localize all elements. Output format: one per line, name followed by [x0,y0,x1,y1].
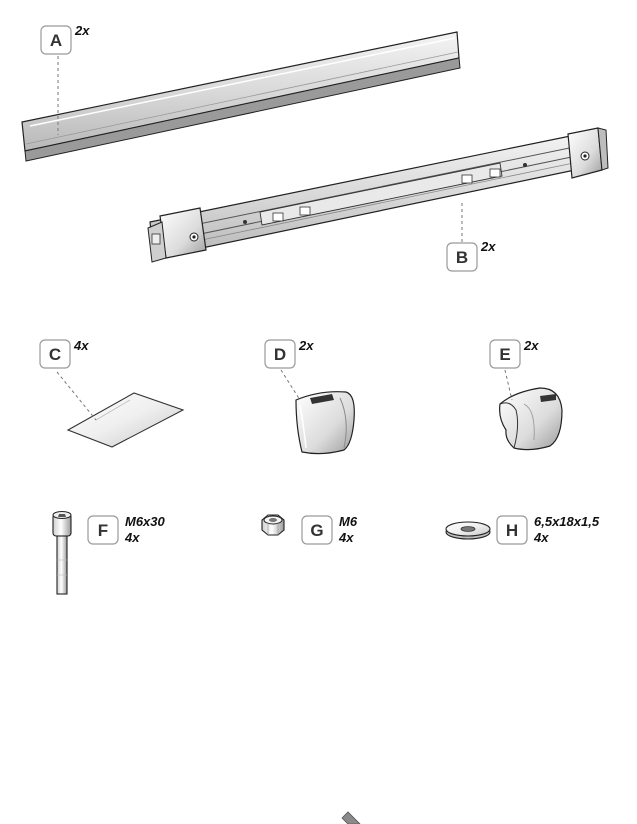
part-h-quantity: 4x [533,530,549,545]
part-e-quantity: 2x [523,338,539,353]
part-d-leader [280,369,301,401]
part-g-nut-illustration [261,514,285,536]
part-e-letter-box [489,339,521,369]
part-a-label: A 2x [40,23,90,55]
part-h-label: H 6,5x18x1,5 4x [496,514,600,545]
part-f-spec: M6x30 [125,514,166,529]
part-h-letter: H [506,521,518,540]
part-d-quantity: 2x [298,338,314,353]
part-g-quantity: 4x [338,530,354,545]
part-f-label: F M6x30 4x [87,514,166,545]
part-c-letter-box [39,339,71,369]
part-c-leader [56,371,97,421]
part-e-leader [504,369,513,401]
part-b-label: B 2x [446,239,496,272]
part-d-label: D 2x [264,338,314,369]
part-b-letter-box [446,242,478,272]
part-g-letter-box [301,515,333,545]
part-d-letter: D [274,345,286,364]
part-c-quantity: 4x [73,338,89,353]
part-g-label: G M6 4x [301,514,358,545]
part-b-rail-illustration [147,127,609,263]
part-b-quantity: 2x [480,239,496,254]
part-a-quantity: 2x [74,23,90,38]
part-c-letter: C [49,345,61,364]
part-g-letter: G [310,521,323,540]
part-c-label: C 4x [39,338,89,369]
part-f-quantity: 4x [124,530,140,545]
screwdriver-icon [341,811,361,824]
part-f-letter-box [87,515,119,545]
part-e-label: E 2x [489,338,539,369]
part-a-rail-illustration [21,31,461,162]
part-g-spec: M6 [339,514,358,529]
part-f-bolt-illustration [52,511,72,595]
part-e-letter: E [499,345,510,364]
part-c-pad-illustration [66,392,185,448]
part-h-letter-box [496,515,528,545]
part-a-letter: A [50,31,62,50]
part-a-letter-box [40,25,72,55]
part-h-spec: 6,5x18x1,5 [534,514,600,529]
part-d-end-cap-illustration [295,391,355,455]
part-h-washer-illustration [445,521,491,540]
part-d-letter-box [264,339,296,369]
part-f-letter: F [98,521,108,540]
part-b-letter: B [456,248,468,267]
part-e-end-cap-illustration [499,387,563,451]
